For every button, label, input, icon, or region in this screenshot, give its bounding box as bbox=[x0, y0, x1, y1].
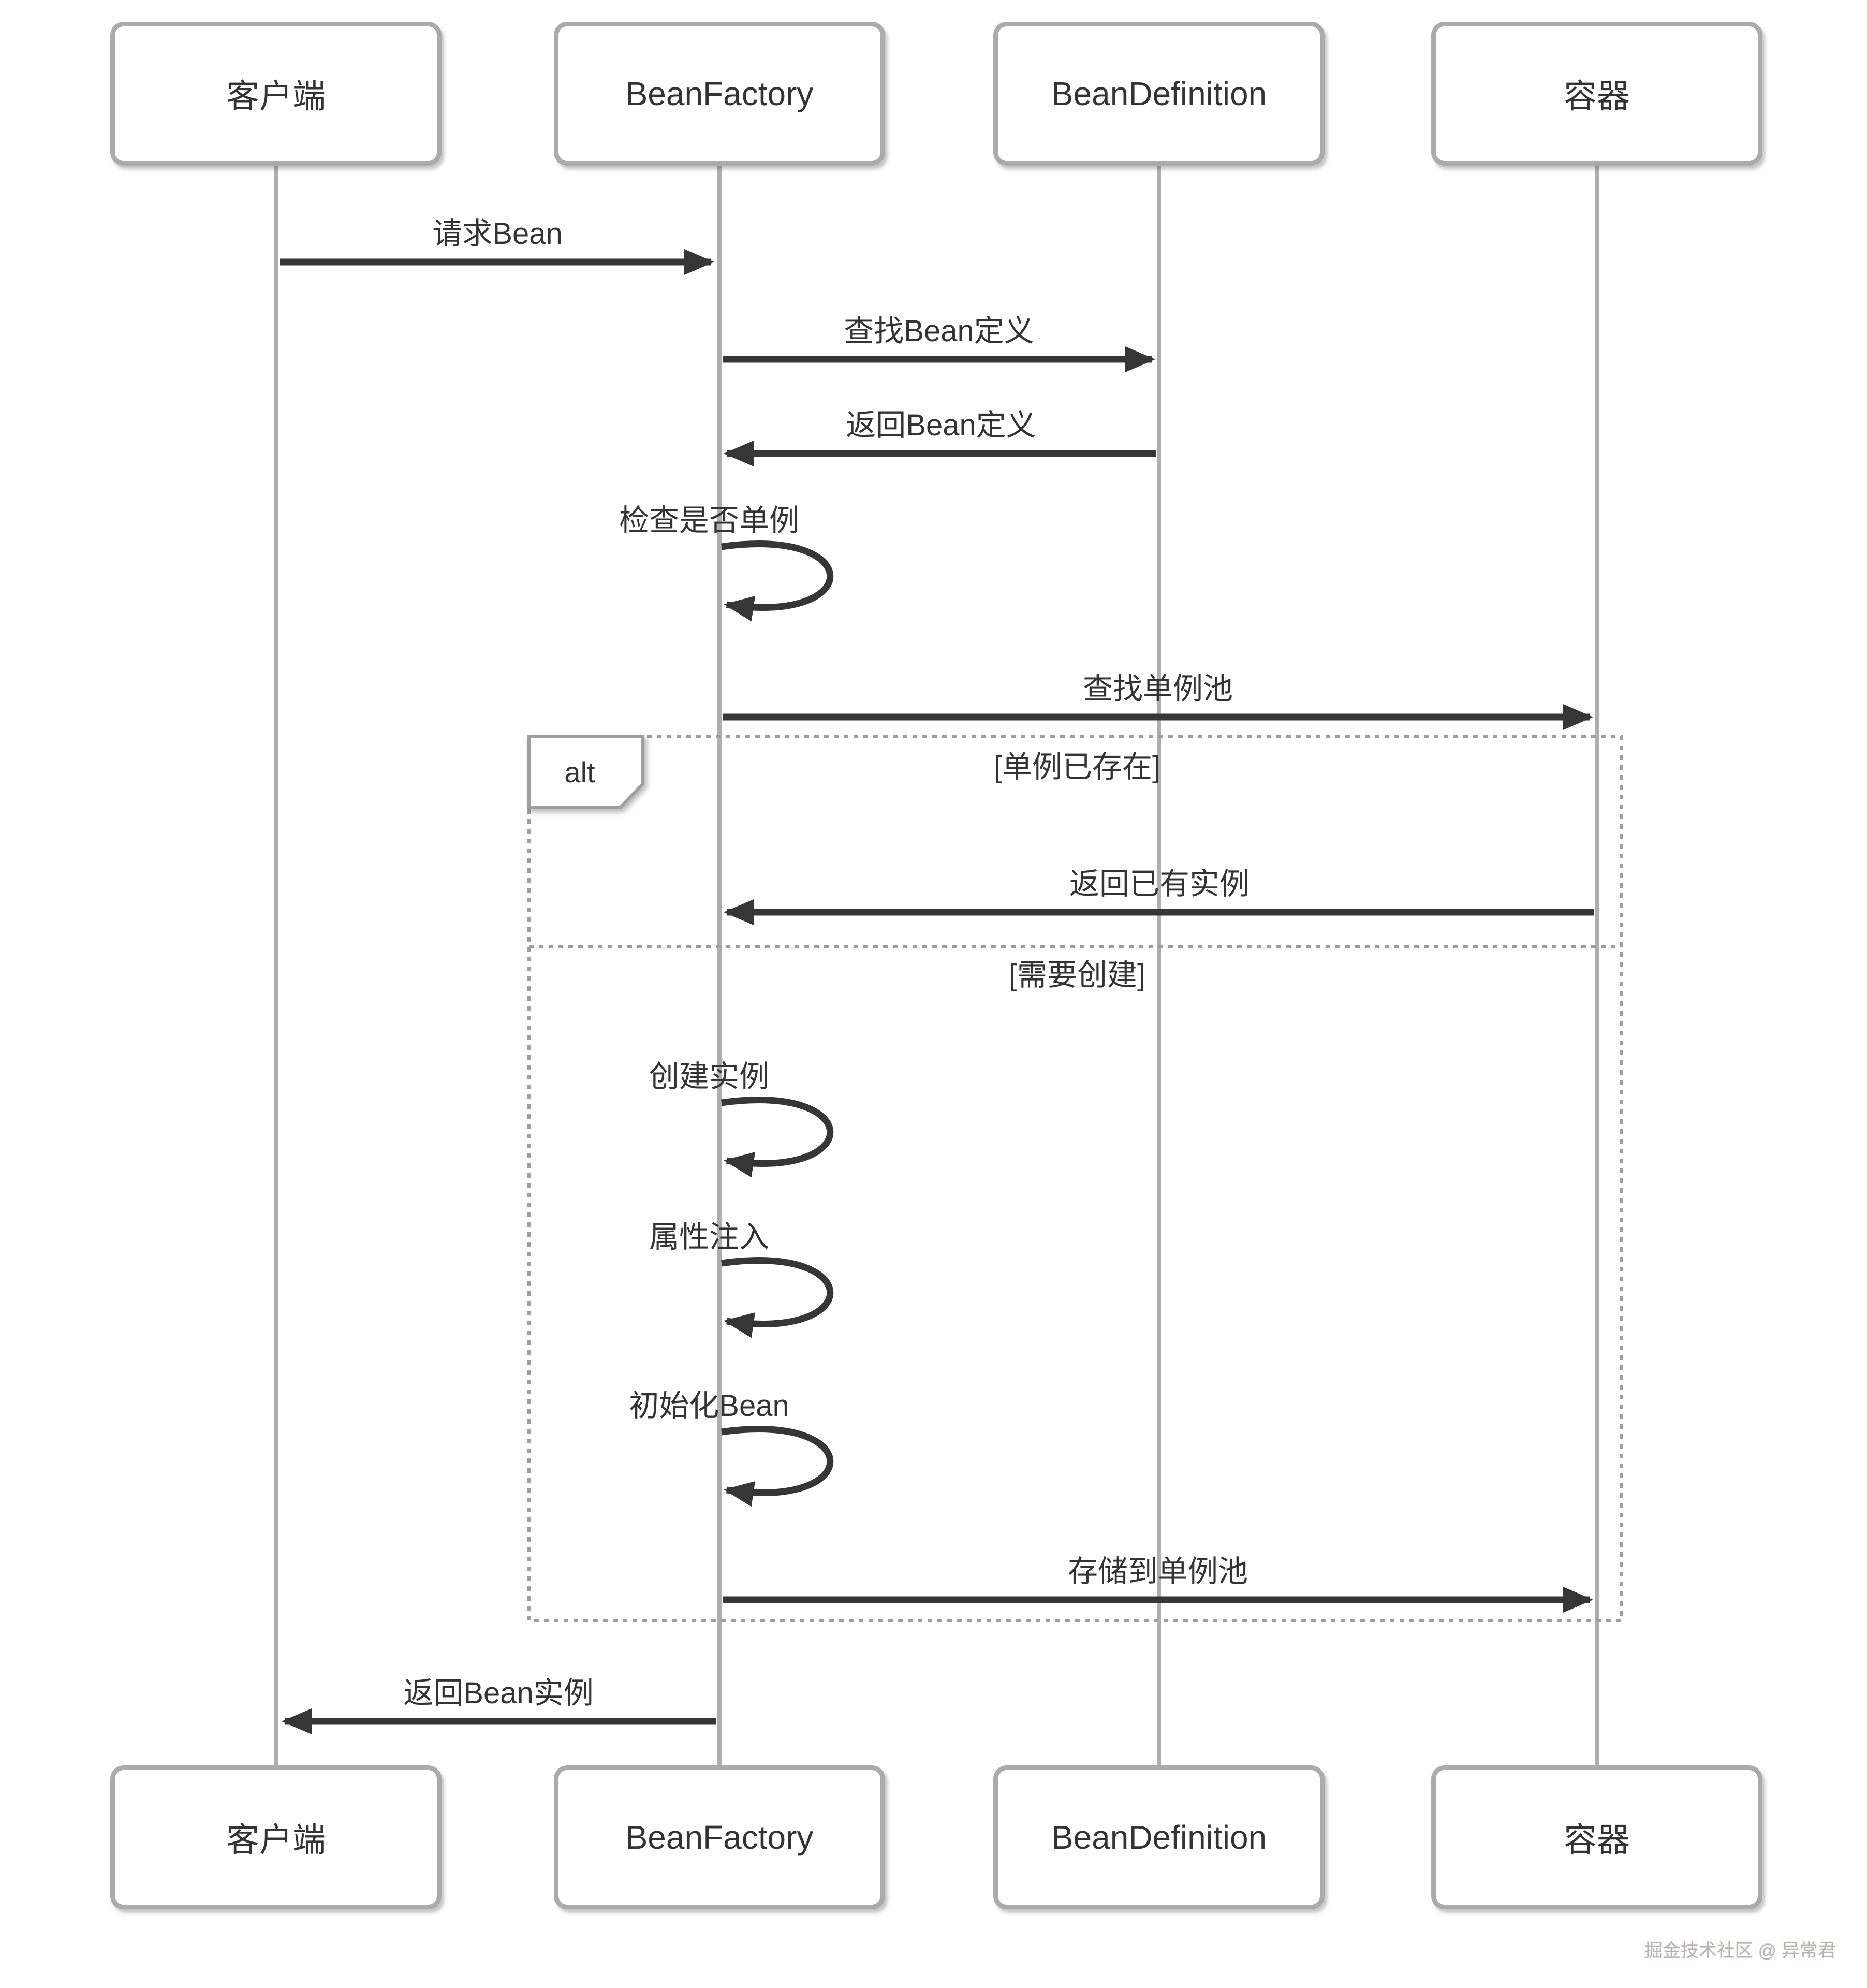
message-label-inject-properties: 属性注入 bbox=[649, 1220, 770, 1254]
alt-guard-singleton-exists: [单例已存在] bbox=[993, 750, 1161, 784]
message-label-find-bean-definition: 查找Bean定义 bbox=[844, 314, 1034, 348]
message-label-lookup-singleton-pool: 查找单例池 bbox=[1082, 672, 1233, 706]
participant-label: 客户端 bbox=[226, 1821, 326, 1859]
participant-top-container: 容器 bbox=[1431, 22, 1762, 166]
participant-bottom-beandefinition: BeanDefinition bbox=[993, 1765, 1325, 1909]
participant-label: 客户端 bbox=[226, 78, 326, 115]
participant-label: 容器 bbox=[1564, 78, 1630, 115]
alt-keyword-label: alt bbox=[564, 756, 595, 788]
participant-bottom-container: 容器 bbox=[1431, 1765, 1762, 1909]
alt-guard-need-create: [需要创建] bbox=[1008, 958, 1146, 992]
message-label-create-instance: 创建实例 bbox=[649, 1060, 770, 1093]
participant-top-beanfactory: BeanFactory bbox=[554, 22, 885, 166]
participant-bottom-client: 客户端 bbox=[110, 1765, 442, 1909]
participant-top-client: 客户端 bbox=[110, 22, 442, 166]
alt-frame-border bbox=[527, 735, 1623, 1622]
watermark-text: 掘金技术社区 @ 异常君 bbox=[1644, 1941, 1836, 1961]
message-label-check-singleton: 检查是否单例 bbox=[619, 504, 800, 537]
participant-label: 容器 bbox=[1564, 1821, 1630, 1859]
participant-bottom-beanfactory: BeanFactory bbox=[554, 1765, 885, 1909]
message-label-return-bean-definition: 返回Bean定义 bbox=[846, 408, 1036, 442]
participant-label: BeanDefinition bbox=[1051, 1819, 1267, 1856]
selfloop-create-instance bbox=[721, 1097, 834, 1178]
participant-label: BeanDefinition bbox=[1051, 75, 1267, 112]
message-label-store-to-singleton-pool: 存储到单例池 bbox=[1067, 1555, 1248, 1588]
message-label-initialize-bean: 初始化Bean bbox=[629, 1389, 789, 1423]
alt-label-box bbox=[527, 735, 644, 809]
participant-label: BeanFactory bbox=[625, 75, 814, 112]
selfloop-inject-properties bbox=[721, 1257, 834, 1338]
participant-top-beandefinition: BeanDefinition bbox=[993, 22, 1325, 166]
message-label-request-bean: 请求Bean bbox=[432, 217, 563, 251]
selfloop-check-singleton bbox=[721, 540, 834, 622]
message-label-return-bean-instance: 返回Bean实例 bbox=[403, 1676, 594, 1710]
selfloop-initialize-bean bbox=[721, 1426, 834, 1507]
message-label-return-existing-instance: 返回已有实例 bbox=[1069, 867, 1250, 901]
participant-label: BeanFactory bbox=[625, 1819, 814, 1856]
